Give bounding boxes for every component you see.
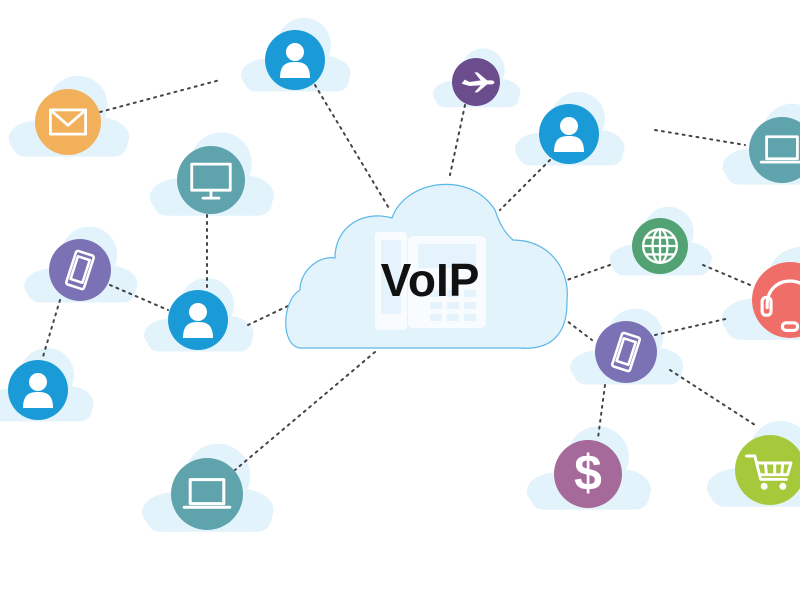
desk-phone-detail [381, 240, 476, 321]
connection-line [654, 317, 731, 336]
connection-line [562, 317, 593, 341]
laptop-icon [182, 478, 232, 509]
connection-line [566, 264, 611, 281]
globe-icon [642, 228, 678, 264]
node-laptop-bottom [171, 458, 243, 530]
connection-line [702, 264, 751, 286]
node-circle [554, 440, 622, 508]
connection-line [449, 104, 466, 176]
airplane-icon [461, 72, 495, 93]
node-cart [735, 435, 800, 505]
node-mail [35, 89, 101, 155]
node-plane [452, 58, 500, 106]
nodes: $ [8, 30, 800, 530]
connection-line [597, 384, 606, 439]
user-icon [23, 373, 53, 408]
headset-icon [760, 279, 800, 332]
node-circle [749, 117, 800, 183]
dollar-icon: $ [574, 445, 602, 501]
node-user-left [8, 360, 68, 420]
node-circle [177, 146, 245, 214]
connection-line [314, 84, 391, 211]
user-icon [183, 303, 213, 338]
svg-text:$: $ [574, 445, 602, 501]
envelope-icon [49, 108, 87, 136]
monitor-icon [190, 162, 232, 200]
node-monitor [177, 146, 245, 214]
node-phone-left [49, 239, 111, 301]
connection-line [99, 79, 221, 113]
node-circle [171, 458, 243, 530]
node-circle [35, 89, 101, 155]
central-voip-cloud: VoIP [285, 183, 568, 349]
connection-line [234, 351, 376, 471]
voip-title: VoIP [381, 254, 480, 306]
node-laptop-right [749, 117, 800, 183]
connection-line [499, 159, 551, 211]
node-user-mid [168, 290, 228, 350]
smartphone-icon [64, 249, 96, 291]
node-user-top [265, 30, 325, 90]
user-icon [554, 117, 584, 152]
connection-lines [41, 79, 756, 471]
smartphone-icon [610, 331, 642, 373]
connection-line [247, 304, 291, 326]
shopping-cart-icon [745, 454, 793, 490]
node-circle [49, 239, 111, 301]
node-user-right [539, 104, 599, 164]
node-tablet [595, 321, 657, 383]
node-dollar: $ [554, 440, 622, 508]
node-circle [595, 321, 657, 383]
connection-line [669, 369, 756, 426]
laptop-icon [759, 135, 800, 164]
node-globe [632, 218, 688, 274]
connection-line [654, 129, 746, 146]
user-icon [280, 43, 310, 78]
node-headset [752, 262, 800, 338]
